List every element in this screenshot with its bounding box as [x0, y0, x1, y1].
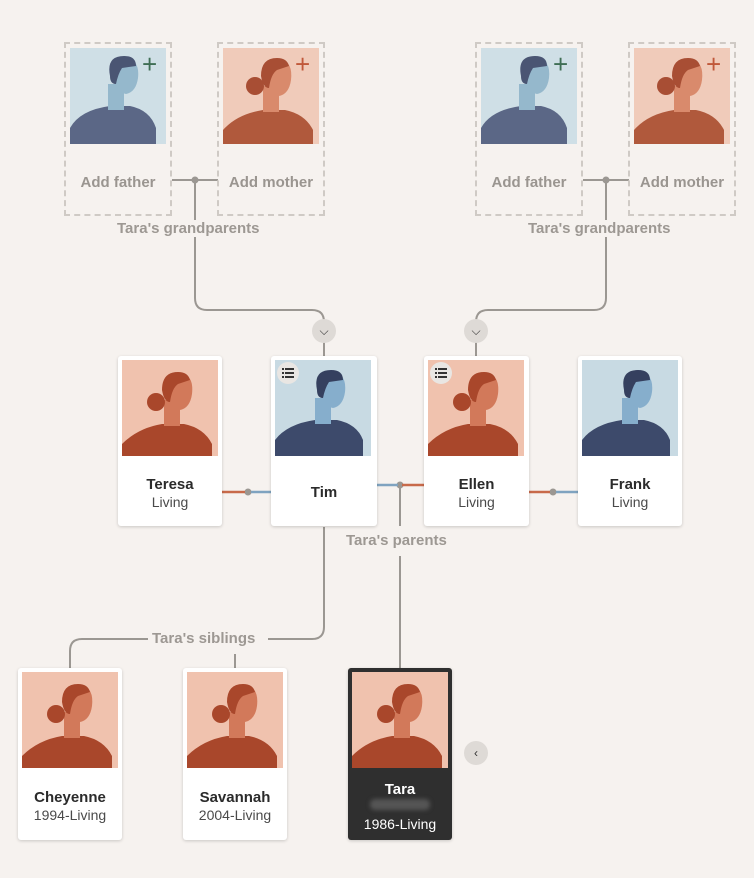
person-name: Cheyenne: [34, 789, 106, 806]
plus-icon: +: [553, 49, 569, 79]
female-avatar: [634, 48, 730, 144]
add-mother-card-left[interactable]: + Add mother: [217, 42, 325, 216]
person-card-teresa[interactable]: Teresa Living: [118, 356, 222, 526]
add-mother-label: Add mother: [639, 174, 725, 191]
add-mother-label: Add mother: [228, 174, 314, 191]
male-avatar: [70, 48, 166, 144]
person-card-cheyenne[interactable]: Cheyenne 1994-Living: [18, 668, 122, 840]
person-status: Living: [458, 494, 495, 510]
female-avatar: [122, 360, 218, 456]
person-name: Tara: [384, 781, 416, 798]
person-status: Living: [611, 494, 649, 510]
add-father-card-left[interactable]: + Add father: [64, 42, 172, 216]
add-father-label: Add father: [491, 174, 567, 191]
female-avatar: [22, 672, 118, 768]
person-name: Ellen: [458, 476, 495, 493]
person-card-tim[interactable]: Tim: [271, 356, 377, 526]
male-avatar: [582, 360, 678, 456]
plus-icon: +: [295, 49, 311, 79]
add-father-card-right[interactable]: + Add father: [475, 42, 583, 216]
person-status: Living: [151, 494, 189, 510]
person-card-tara-focus[interactable]: Tara 1986-Living: [348, 668, 452, 840]
female-avatar: [187, 672, 283, 768]
list-icon[interactable]: [277, 362, 299, 384]
parents-label: Tara's parents: [342, 532, 451, 549]
chevron-left-icon[interactable]: ‹: [464, 741, 488, 765]
plus-icon: +: [706, 49, 722, 79]
siblings-label: Tara's siblings: [148, 630, 260, 647]
person-card-savannah[interactable]: Savannah 2004-Living: [183, 668, 287, 840]
person-name: Teresa: [146, 476, 194, 493]
plus-icon: +: [142, 49, 158, 79]
person-card-ellen[interactable]: Ellen Living: [424, 356, 529, 526]
person-card-frank[interactable]: Frank Living: [578, 356, 682, 526]
add-father-label: Add father: [80, 174, 156, 191]
list-icon[interactable]: [430, 362, 452, 384]
female-avatar: [223, 48, 319, 144]
person-dates: 1994-Living: [33, 807, 107, 823]
redacted-surname: [370, 799, 430, 810]
grandparents-label-left: Tara's grandparents: [113, 220, 264, 237]
male-avatar: [275, 360, 373, 456]
person-name: Tim: [310, 484, 338, 501]
person-name: Savannah: [199, 789, 271, 806]
person-dates: 1986-Living: [363, 816, 437, 832]
grandparents-label-right: Tara's grandparents: [524, 220, 675, 237]
person-name: Frank: [609, 476, 651, 493]
person-dates: 2004-Living: [198, 807, 272, 823]
chevron-down-icon[interactable]: ⌵: [464, 319, 488, 343]
chevron-down-icon[interactable]: ⌵: [312, 319, 336, 343]
add-mother-card-right[interactable]: + Add mother: [628, 42, 736, 216]
female-avatar: [352, 672, 448, 768]
male-avatar: [481, 48, 577, 144]
